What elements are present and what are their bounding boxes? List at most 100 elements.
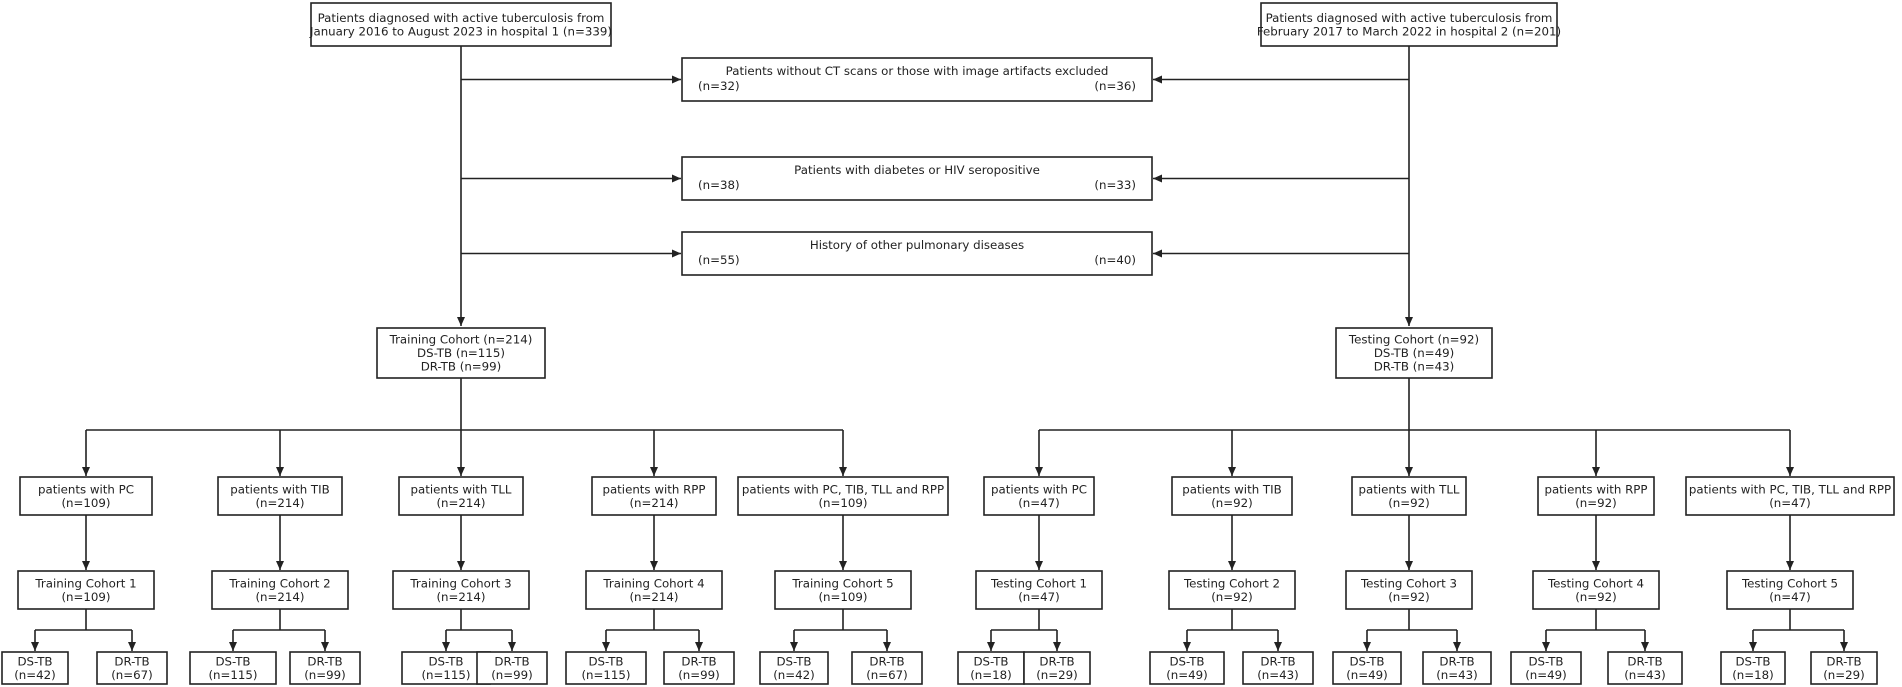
subgroup-box: patients with PC, TIB, TLL and RPP(n=47) [1685,476,1895,516]
dr-tb-box-text: (n=43) [1624,668,1666,682]
sub-cohort-box: Testing Cohort 4(n=92) [1532,570,1660,610]
subgroup-box-border [983,476,1095,516]
subgroup-box: patients with TLL(n=92) [1351,476,1467,516]
ds-tb-box-border [1510,651,1582,685]
dr-tb-box: DR-TB(n=99) [663,651,735,685]
sub-cohort-box-border [1726,570,1854,610]
testing-cohort-text: DR-TB (n=43) [1374,360,1455,374]
subgroup-box-text: (n=47) [1769,496,1811,510]
exclusion-count-hospital-2: (n=33) [1094,178,1136,192]
dr-tb-box-text: (n=43) [1436,668,1478,682]
sub-cohort-box-border [1345,570,1473,610]
training-cohort-border [376,327,546,379]
dr-tb-box-text: DR-TB [1439,654,1474,668]
sub-cohort-box-text: (n=47) [1018,590,1060,604]
dr-tb-box-text: DR-TB [1826,654,1861,668]
dr-tb-box-text: (n=29) [1823,668,1865,682]
source-hospital-1-text: January 2016 to August 2023 in hospital … [309,24,612,38]
ds-tb-box-text: (n=18) [970,668,1012,682]
subgroup-box-text: patients with TLL [410,482,511,496]
ds-tb-box-text: (n=115) [581,668,630,682]
ds-tb-box-border [1332,651,1402,685]
exclusion-box: Patients without CT scans or those with … [681,57,1153,102]
subgroup-box-text: (n=92) [1575,496,1617,510]
subgroup-box: patients with TIB(n=214) [217,476,343,516]
dr-tb-box: DR-TB(n=99) [476,651,548,685]
subgroup-box-text: (n=109) [61,496,110,510]
subgroup-box-text: patients with PC, TIB, TLL and RPP [1689,482,1891,496]
exclusion-box-border [681,231,1153,276]
sub-cohort-box: Testing Cohort 1(n=47) [975,570,1103,610]
sub-cohort-box-text: (n=109) [61,590,110,604]
sub-cohort-box: Testing Cohort 3(n=92) [1345,570,1473,610]
exclusion-title: Patients with diabetes or HIV seropositi… [794,163,1040,177]
dr-tb-box: DR-TB(n=67) [96,651,168,685]
sub-cohort-box-text: Testing Cohort 4 [1547,576,1644,590]
ds-tb-box-border [565,651,647,685]
dr-tb-box-text: (n=29) [1036,668,1078,682]
subgroup-box: patients with PC(n=47) [983,476,1095,516]
ds-tb-box: DS-TB(n=18) [1720,651,1786,685]
ds-tb-box-text: (n=49) [1525,668,1567,682]
exclusion-count-hospital-1: (n=32) [698,79,740,93]
subgroup-box-border [1685,476,1895,516]
ds-tb-box: DS-TB(n=115) [401,651,491,685]
dr-tb-box-border [1607,651,1683,685]
subgroup-box-text: patients with TLL [1358,482,1459,496]
subgroup-box-border [398,476,524,516]
ds-tb-box-text: DS-TB [428,654,463,668]
dr-tb-box-text: DR-TB [869,654,904,668]
sub-cohort-box-text: (n=214) [436,590,485,604]
sub-cohort-box: Training Cohort 3(n=214) [392,570,530,610]
ds-tb-box-border [1720,651,1786,685]
dr-tb-box: DR-TB(n=29) [1023,651,1091,685]
dr-tb-box-border [289,651,361,685]
sub-cohort-box-border [585,570,723,610]
sub-cohort-box-border [211,570,349,610]
ds-tb-box: DS-TB(n=18) [957,651,1025,685]
subgroup-box: patients with PC, TIB, TLL and RPP(n=109… [737,476,949,516]
subgroup-box-text: (n=92) [1388,496,1430,510]
dr-tb-box: DR-TB(n=29) [1810,651,1878,685]
ds-tb-box-border [1,651,69,685]
subgroup-box-border [591,476,717,516]
exclusion-box: History of other pulmonary diseases(n=55… [681,231,1153,276]
subgroup-box-text: patients with RPP [1544,482,1647,496]
subgroup-box: patients with RPP(n=92) [1537,476,1655,516]
sub-cohort-box-border [774,570,912,610]
sub-cohort-box-border [975,570,1103,610]
testing-cohort: Testing Cohort (n=92)DS-TB (n=49)DR-TB (… [1335,327,1493,379]
exclusion-box: Patients with diabetes or HIV seropositi… [681,156,1153,201]
sub-cohort-box-text: (n=92) [1575,590,1617,604]
ds-tb-box-text: (n=49) [1166,668,1208,682]
dr-tb-box: DR-TB(n=43) [1242,651,1314,685]
sub-cohort-box: Testing Cohort 5(n=47) [1726,570,1854,610]
ds-tb-box-border [401,651,491,685]
subgroup-box: patients with TIB(n=92) [1171,476,1293,516]
sub-cohort-box-text: Training Cohort 1 [34,576,136,590]
sub-cohort-box-text: Testing Cohort 3 [1360,576,1457,590]
dr-tb-box-border [96,651,168,685]
sub-cohort-box-text: (n=92) [1211,590,1253,604]
dr-tb-box-text: (n=67) [866,668,908,682]
ds-tb-box-text: DS-TB [1169,654,1204,668]
sub-cohort-box-text: Training Cohort 5 [791,576,893,590]
ds-tb-box-text: DS-TB [1528,654,1563,668]
sub-cohort-box-text: Testing Cohort 1 [990,576,1087,590]
dr-tb-box-text: DR-TB [1039,654,1074,668]
subgroup-box-text: (n=109) [818,496,867,510]
ds-tb-box-text: (n=49) [1346,668,1388,682]
sub-cohort-box-text: (n=109) [818,590,867,604]
ds-tb-box-text: DS-TB [588,654,623,668]
subgroup-box-border [1537,476,1655,516]
subgroup-box: patients with RPP(n=214) [591,476,717,516]
subgroup-box: patients with TLL(n=214) [398,476,524,516]
subgroup-box-border [19,476,153,516]
dr-tb-box-border [476,651,548,685]
ds-tb-box: DS-TB(n=49) [1149,651,1225,685]
subgroup-box-text: patients with TIB [1182,482,1281,496]
sub-cohort-box: Testing Cohort 2(n=92) [1168,570,1296,610]
ds-tb-box: DS-TB(n=42) [1,651,69,685]
dr-tb-box-border [1422,651,1492,685]
